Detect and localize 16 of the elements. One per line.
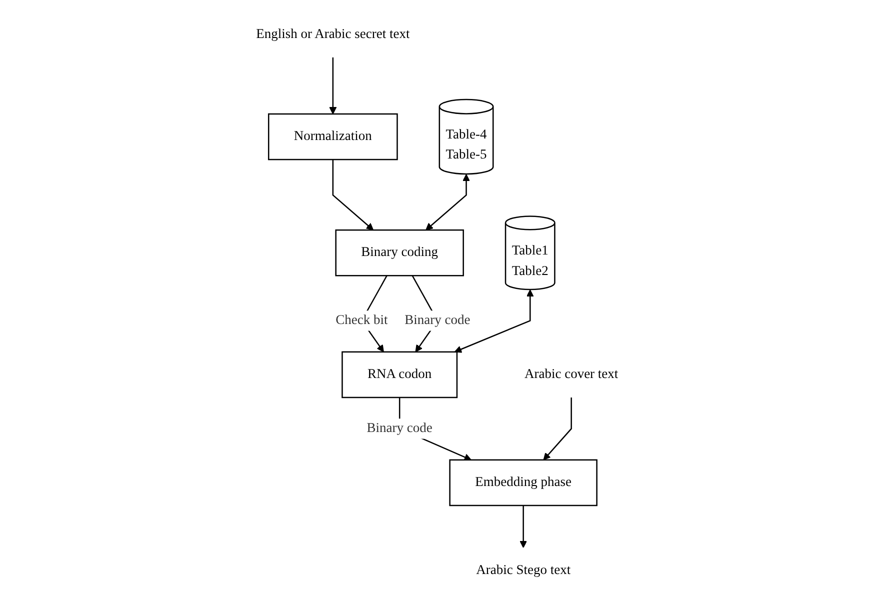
node-text: English or Arabic secret text <box>256 26 410 42</box>
arrow <box>520 505 528 548</box>
node-text: Arabic Stego text <box>476 562 571 578</box>
arrow <box>426 174 470 230</box>
node-box: RNA codon <box>342 351 458 398</box>
node-box: Normalization <box>268 113 398 160</box>
arrow <box>544 397 572 460</box>
edge-label: Check bit <box>336 313 388 328</box>
arrow <box>332 160 374 230</box>
arrow <box>330 57 337 114</box>
node-box: Embedding phase <box>450 459 598 506</box>
edge-label: Binary code <box>367 421 433 436</box>
arrow <box>454 289 534 353</box>
node-text: Arabic cover text <box>524 367 619 382</box>
edge-label: Binary code <box>405 313 471 328</box>
node-box: Binary coding <box>336 229 464 276</box>
